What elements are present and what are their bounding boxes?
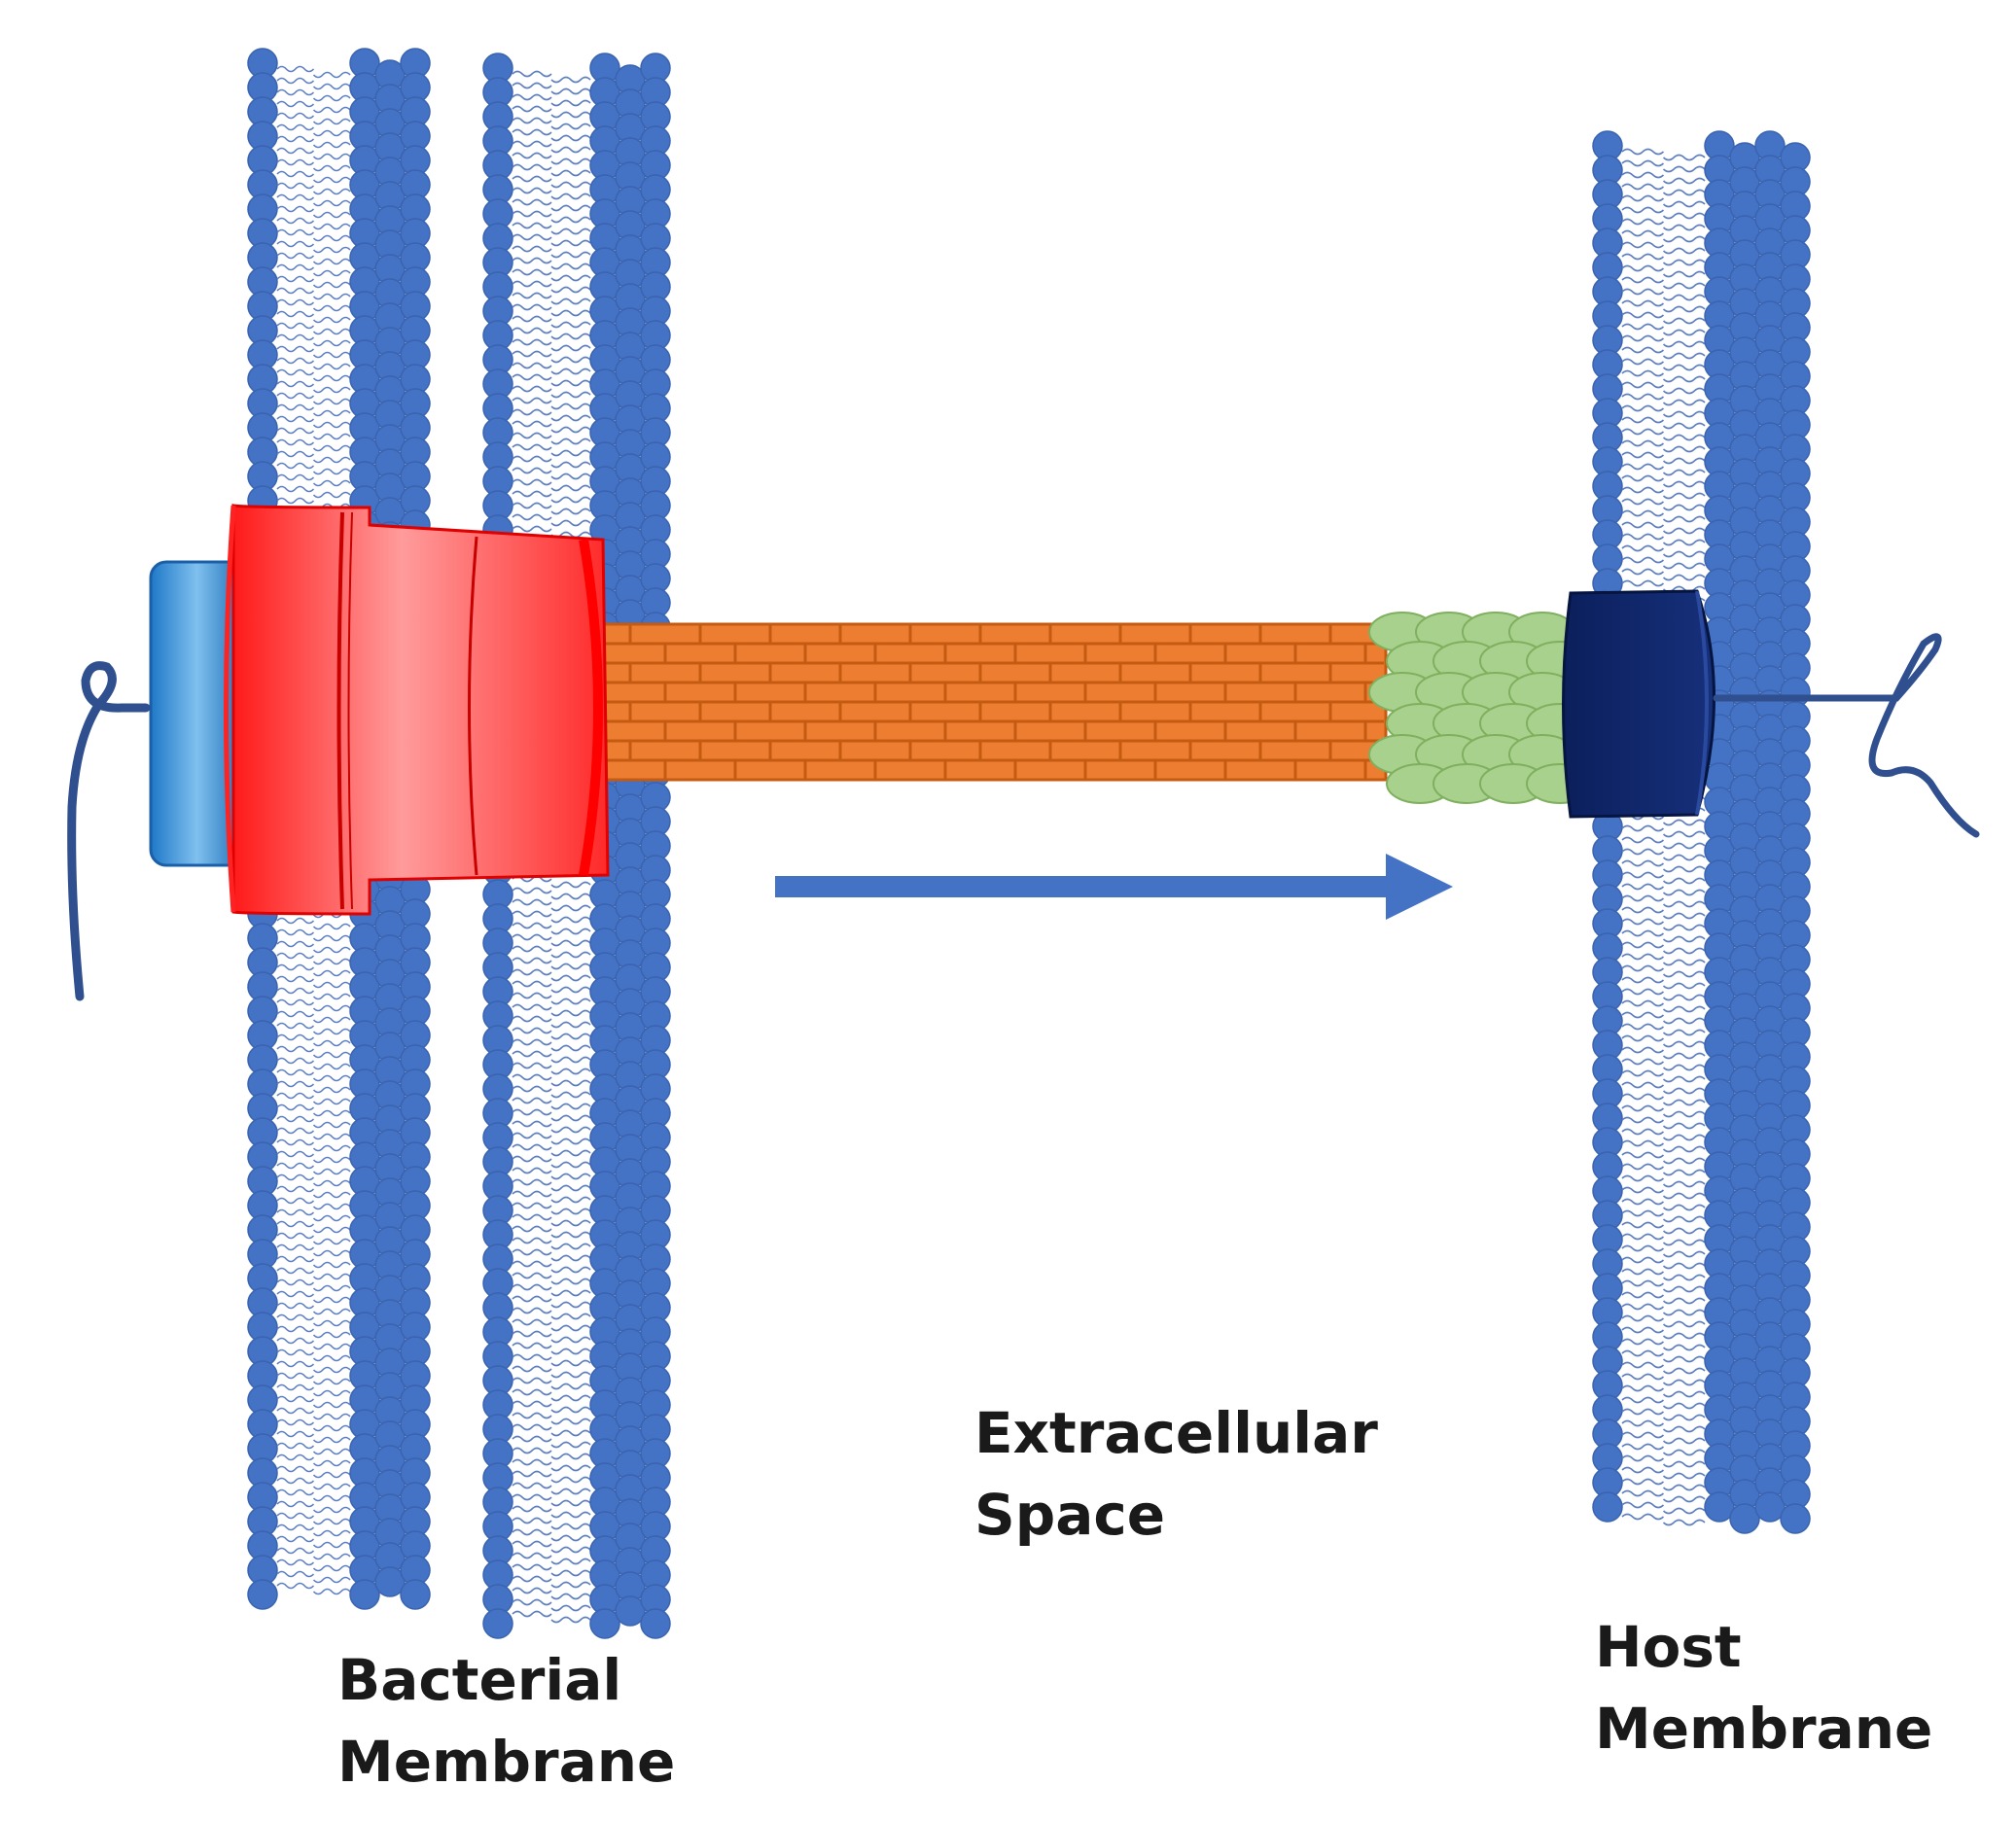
extracellular-space-label: Extracellular Space — [974, 1392, 1378, 1556]
bacterial-membrane-label-line1: Bacterial — [337, 1647, 622, 1713]
host-membrane-label-line1: Host — [1595, 1614, 1742, 1680]
host-membrane-label-line2: Membrane — [1595, 1696, 1933, 1762]
host-membrane — [1592, 130, 1811, 1534]
bacterial-membrane-label-line2: Membrane — [337, 1729, 676, 1795]
effector-strand-right — [1713, 633, 1980, 838]
tip-complex — [1368, 612, 1594, 804]
effector-strand-left — [67, 661, 151, 1001]
extracellular-space-label-line1: Extracellular — [974, 1400, 1378, 1466]
bacterial-membrane-label: Bacterial Membrane — [337, 1639, 675, 1803]
translocon-pore — [1562, 589, 1715, 819]
needle-filament — [591, 622, 1388, 782]
basal-body — [224, 504, 610, 916]
arrow-right-icon — [775, 854, 1453, 920]
host-membrane-label: Host Membrane — [1595, 1606, 1932, 1769]
extracellular-space-label-line2: Space — [974, 1482, 1166, 1548]
